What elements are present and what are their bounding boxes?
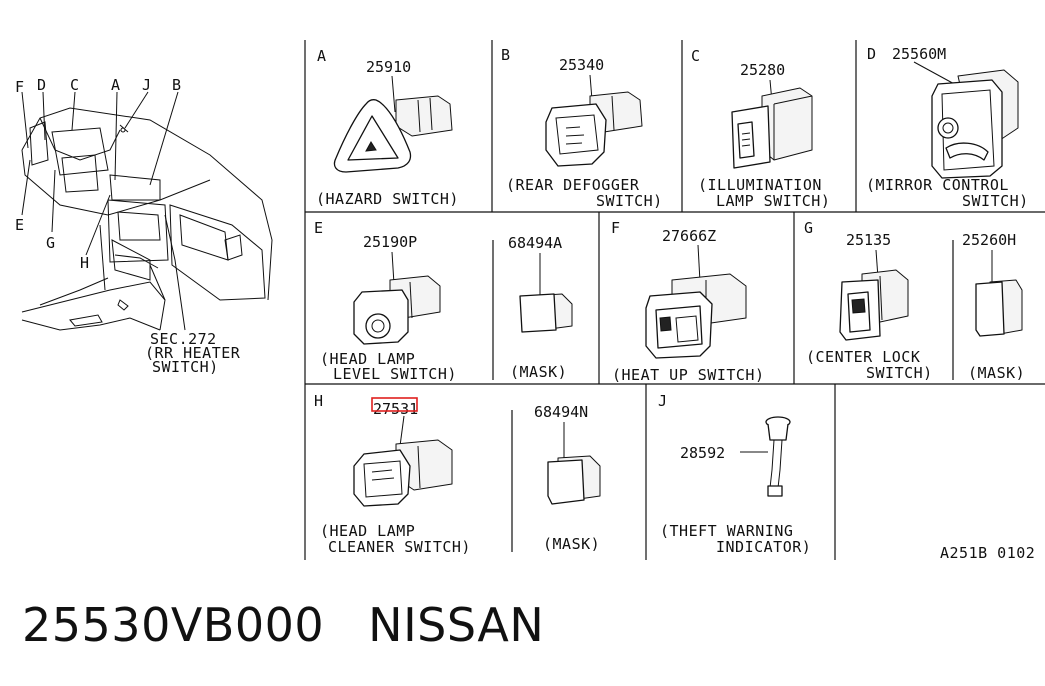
sec-ref-line-3: SWITCH) <box>152 358 219 376</box>
overview-letter-b: B <box>172 76 181 94</box>
cell-a-caption: (HAZARD SWITCH) <box>316 190 459 208</box>
cell-j-caption-line-1: (THEFT WARNING <box>660 522 793 540</box>
part-highlight-box <box>371 397 418 412</box>
cell-j: J 28592 <box>658 392 791 497</box>
cell-c: C 25280 <box>691 47 813 169</box>
cell-f-caption: (HEAT UP SWITCH) <box>612 366 765 384</box>
cell-b-part-number: 25340 <box>559 56 604 74</box>
cell-d-caption-line-2: SWITCH) <box>962 192 1029 210</box>
cell-g-mask-part-number: 25260H <box>962 231 1016 249</box>
cell-f: F 27666Z <box>611 219 747 359</box>
cell-b-letter: B <box>501 46 510 64</box>
cell-g-caption-line-1: (CENTER LOCK <box>806 348 920 366</box>
overview-letter-c: C <box>70 76 79 94</box>
cell-e-caption-line-2: LEVEL SWITCH) <box>333 365 457 383</box>
cell-b-caption-line-2: SWITCH) <box>596 192 663 210</box>
parts-grid-frame <box>304 40 1045 560</box>
overview-letter-j: J <box>142 76 151 94</box>
cell-a-part-number: 25910 <box>366 58 411 76</box>
cell-d-caption-line-1: (MIRROR CONTROL <box>866 176 1009 194</box>
cell-j-letter: J <box>658 392 667 410</box>
overview-letter-e: E <box>15 216 24 234</box>
cell-c-part-number: 25280 <box>740 61 785 79</box>
sec-ref-line-2: (RR HEATER <box>145 344 241 362</box>
footer-part-number: 25530VB000 <box>22 598 325 652</box>
cell-g-caption-line-2: SWITCH) <box>866 364 933 382</box>
cell-h-letter: H <box>314 392 323 410</box>
overview-letter-a: A <box>111 76 120 94</box>
cell-g-letter: G <box>804 219 813 237</box>
cell-f-part-number: 27666Z <box>662 227 716 245</box>
cell-f-letter: F <box>611 219 620 237</box>
cell-d-part-number: 25560M <box>892 45 946 63</box>
overview-letter-f: F <box>15 78 24 96</box>
cell-h-part-number: 27531 <box>373 400 418 418</box>
cell-j-part-number: 28592 <box>680 444 725 462</box>
diagram-code: A251B 0102 <box>940 544 1035 562</box>
cell-a-letter: A <box>317 47 326 65</box>
cell-h-caption-line-1: (HEAD LAMP <box>320 522 415 540</box>
cell-c-caption-line-1: (ILLUMINATION <box>698 176 822 194</box>
overview-letter-d: D <box>37 76 46 94</box>
cell-e-letter: E <box>314 219 323 237</box>
cell-e: E 25190P 68494A <box>314 219 573 345</box>
cell-h-mask-caption: (MASK) <box>543 535 600 553</box>
cell-h: H 27531 68494N <box>314 392 601 507</box>
cell-e-part-number: 25190P <box>363 233 417 251</box>
cell-g: G 25135 25260H <box>804 219 1023 341</box>
sec-ref-line-1: SEC.272 <box>150 330 217 348</box>
cell-a: A 25910 <box>317 47 453 173</box>
cell-d-letter: D <box>867 45 876 63</box>
cell-h-mask-part-number: 68494N <box>534 403 588 421</box>
cell-g-mask-caption: (MASK) <box>968 364 1025 382</box>
cell-c-letter: C <box>691 47 700 65</box>
cell-e-mask-caption: (MASK) <box>510 363 567 381</box>
cell-h-caption-line-2: CLEANER SWITCH) <box>328 538 471 556</box>
parts-diagram: F D C A J B E G H SEC.272 (RR HEATER SWI… <box>15 40 1045 562</box>
cell-e-caption-line-1: (HEAD LAMP <box>320 350 415 368</box>
cell-g-part-number: 25135 <box>846 231 891 249</box>
cell-b-caption-line-1: (REAR DEFOGGER <box>506 176 640 194</box>
cell-j-caption-line-2: INDICATOR) <box>716 538 811 556</box>
cell-c-caption-line-2: LAMP SWITCH) <box>716 192 830 210</box>
overview-letter-h: H <box>80 254 89 272</box>
dashboard-overview <box>21 91 273 331</box>
footer: 25530VB000 NISSAN <box>22 598 588 652</box>
overview-letter-g: G <box>46 234 55 252</box>
cell-e-mask-part-number: 68494A <box>508 234 562 252</box>
cell-d: D 25560M <box>867 45 1019 179</box>
cell-b: B 25340 <box>501 46 643 167</box>
footer-brand: NISSAN <box>368 598 545 652</box>
